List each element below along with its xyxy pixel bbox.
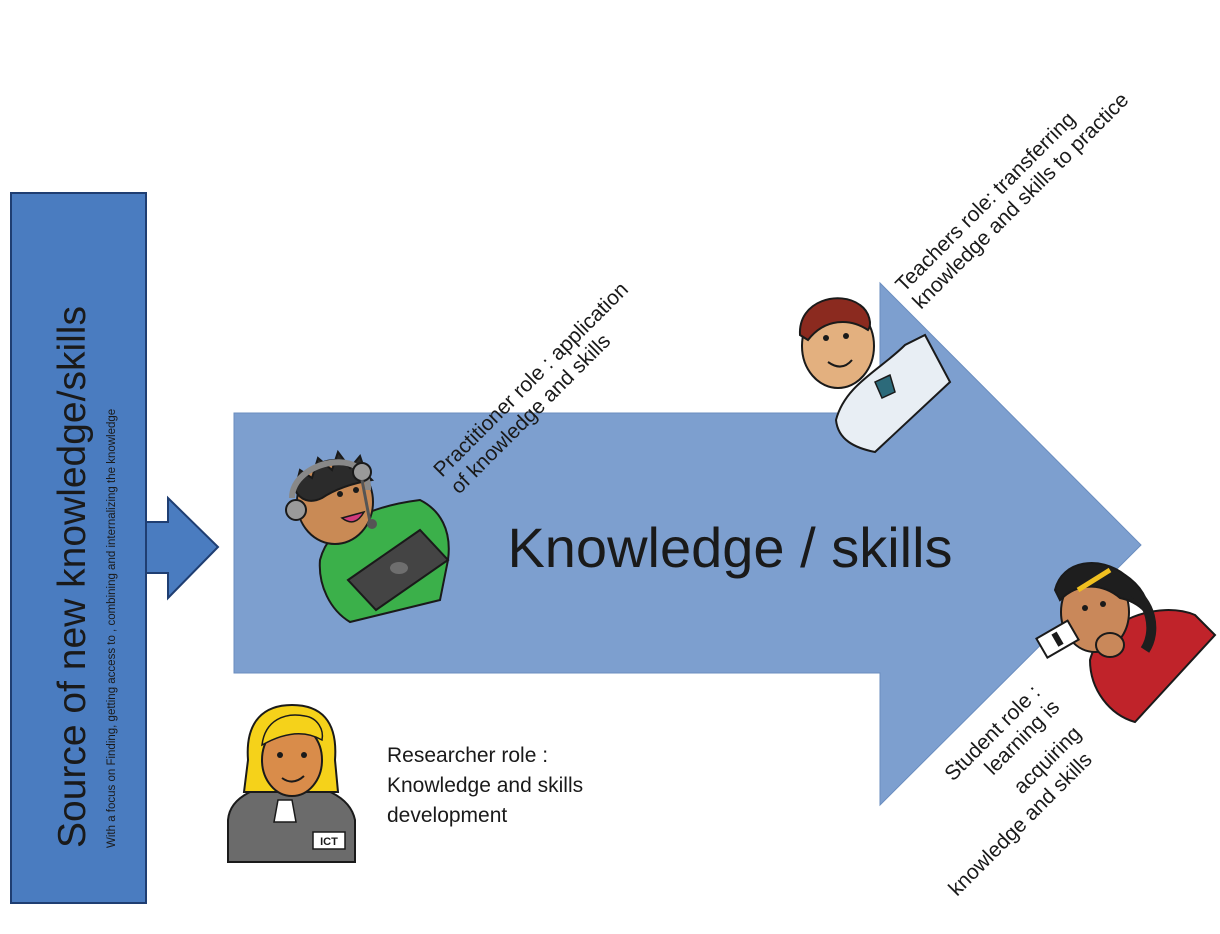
practitioner-avatar-icon — [285, 449, 450, 624]
connector-arrow — [145, 495, 220, 601]
student-avatar-icon — [1035, 562, 1217, 724]
researcher-label: Researcher role : Knowledge and skills d… — [387, 744, 583, 827]
researcher-label-line3: development — [387, 804, 507, 827]
ict-badge-text: ICT — [320, 836, 338, 848]
researcher-label-line1: Researcher role : — [387, 744, 548, 767]
teacher-avatar-icon — [798, 297, 952, 454]
teacher-label-line1: Teachers role: transferring — [891, 108, 1080, 297]
source-box-rect — [10, 192, 147, 904]
source-box-title: Source of new knowledge/skills — [51, 306, 94, 848]
teacher-label: Teachers role: transferring knowledge an… — [891, 88, 1133, 313]
source-box-subtitle: With a focus on Finding, getting access … — [106, 409, 118, 848]
source-box: Source of new knowledge/skills With a fo… — [10, 192, 147, 904]
main-arrow-label: Knowledge / skills — [507, 516, 952, 579]
researcher-avatar-icon: ICT — [227, 703, 356, 863]
ict-badge — [312, 831, 346, 850]
researcher-label-line2: Knowledge and skills — [387, 774, 583, 797]
teacher-label-line2: knowledge and skills to practice — [908, 88, 1133, 313]
